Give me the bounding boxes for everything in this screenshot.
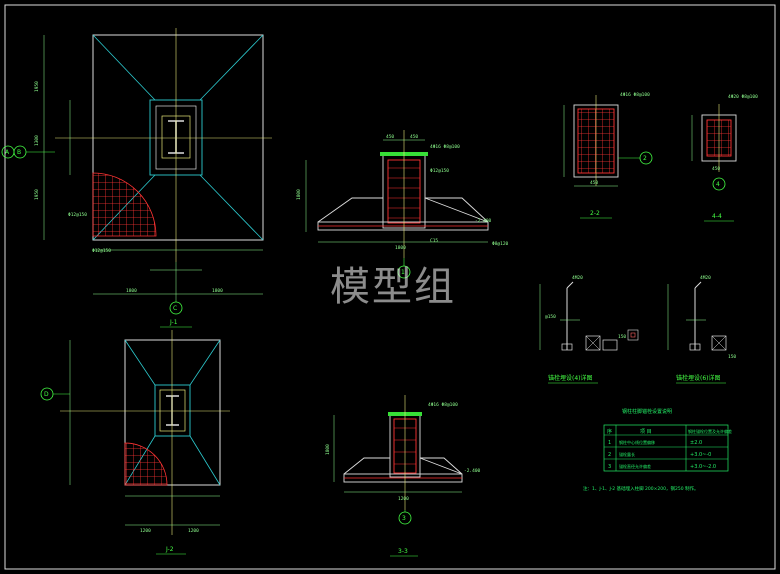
dim-s11-base: 1800 — [395, 245, 406, 251]
view-title-j2: J-2 — [165, 546, 174, 553]
dim-j1-w: 1800 — [126, 288, 137, 294]
dim-j1-mid: 1300 — [34, 135, 40, 146]
table-cell-0-2: ±2.0 — [690, 440, 702, 446]
svg-text:4: 4 — [716, 181, 720, 188]
table-header-2: 钢柱锚栓位置及允许偏差 — [688, 428, 732, 434]
axis-bubble-b: B — [13, 145, 27, 159]
dim-j1-bot: 1950 — [34, 189, 40, 200]
plan-j2 — [60, 330, 230, 535]
table-cell-0-0: 1 — [608, 440, 611, 446]
elev-s11: -2.400 — [475, 218, 492, 224]
dim-s22-w: 450 — [590, 180, 598, 186]
dim-j2-w: 1200 — [140, 528, 151, 534]
svg-text:3: 3 — [402, 515, 406, 522]
view-title-j1: J-1 — [169, 319, 178, 326]
axis-bubble-s44: 4 — [712, 177, 726, 191]
table-note: 注：1、J-1、J-2 基础埋入柱脚 200×200，钢250 制作。 — [583, 485, 699, 492]
axis-bubble-j1: C — [169, 300, 183, 315]
svg-text:D: D — [44, 391, 49, 398]
bolt-detail-right — [667, 281, 727, 351]
dim-s44-w: 450 — [712, 166, 720, 172]
bolt-detail-left — [539, 281, 618, 351]
dim-j2-w2: 1200 — [188, 528, 199, 534]
svg-text:1: 1 — [401, 269, 405, 276]
table-cell-2-2: +3.0~-2.0 — [690, 464, 716, 470]
svg-text:A: A — [5, 149, 10, 156]
sheet-frame — [4, 4, 776, 570]
bolt-label-tl: 4M20 — [572, 275, 583, 281]
view-title-s33: 3-3 — [398, 548, 408, 555]
bolt-dim-1: @150 — [545, 314, 556, 320]
axis-bubble-s22: 2 — [618, 151, 653, 165]
bolt-dim-2: 150 — [618, 334, 626, 340]
section-2-2 — [563, 95, 619, 187]
rebar-s11-d: Φ8@120 — [492, 241, 509, 247]
watermark: 模型组 — [330, 264, 456, 310]
table-title: 钢柱柱脚锚栓设置说明 — [622, 408, 672, 415]
table-cell-0-1: 钢柱中心线位置偏移 — [619, 439, 655, 445]
dim-s11-w1: 450 — [386, 134, 394, 140]
rebar-label-2: Φ12@150 — [92, 248, 111, 254]
dim-s11-w2: 450 — [410, 134, 418, 140]
rebar-s22: 4Φ16 Φ8@100 — [620, 92, 650, 98]
rebar-s11-b: Φ12@150 — [430, 168, 449, 174]
svg-text:B: B — [17, 149, 21, 156]
plan-j1 — [43, 28, 272, 300]
elev-s33: -2.400 — [464, 468, 481, 474]
table-cell-1-1: 锚栓露长 — [619, 451, 635, 457]
svg-text:C: C — [173, 305, 177, 312]
notes-table — [603, 424, 729, 472]
axis-bubble-s33: 3 — [398, 510, 412, 525]
dim-j1-w2: 1800 — [212, 288, 223, 294]
bolt-dim-3: 150 — [728, 354, 736, 360]
rebar-s11-c: C15 — [430, 238, 438, 244]
dim-s11-h: 1800 — [296, 189, 302, 200]
section-1-1 — [305, 130, 489, 258]
dim-s33-h: 1800 — [325, 444, 331, 455]
dim-j1-top: 1950 — [34, 81, 40, 92]
rebar-s33: 4Φ16 Φ8@100 — [428, 402, 458, 408]
svg-text:2: 2 — [643, 155, 647, 162]
table-header-1: 项 目 — [640, 429, 652, 435]
table-header-0: 序 — [607, 428, 612, 435]
view-title-s22: 2-2 — [590, 210, 600, 217]
section-4-4 — [691, 104, 737, 172]
axis-bubble-s11: 1 — [397, 258, 411, 279]
rebar-s11-a: 4Φ16 Φ8@100 — [430, 144, 460, 150]
dim-s33-base: 1200 — [398, 496, 409, 502]
axis-bubble-j2: D — [40, 387, 70, 401]
table-cell-2-0: 3 — [608, 464, 611, 470]
view-title-s44: 4-4 — [712, 213, 722, 220]
table-cell-1-0: 2 — [608, 452, 611, 458]
bolt-plate-mid — [627, 329, 639, 341]
rebar-label-1: Φ12@150 — [68, 212, 87, 218]
table-cell-2-1: 锚栓直径允许偏差 — [619, 463, 651, 469]
table-cell-1-2: +3.0~-0 — [690, 452, 711, 458]
bolt-caption-left: 锚栓埋设(4)详图 — [548, 374, 593, 382]
bolt-caption-right: 锚栓埋设(6)详图 — [676, 374, 721, 382]
rebar-s44: 4Φ20 Φ8@100 — [728, 94, 758, 100]
bolt-label-tr: 4M20 — [700, 275, 711, 281]
axis-bubble-a: A — [1, 145, 15, 159]
section-3-3 — [333, 395, 463, 510]
